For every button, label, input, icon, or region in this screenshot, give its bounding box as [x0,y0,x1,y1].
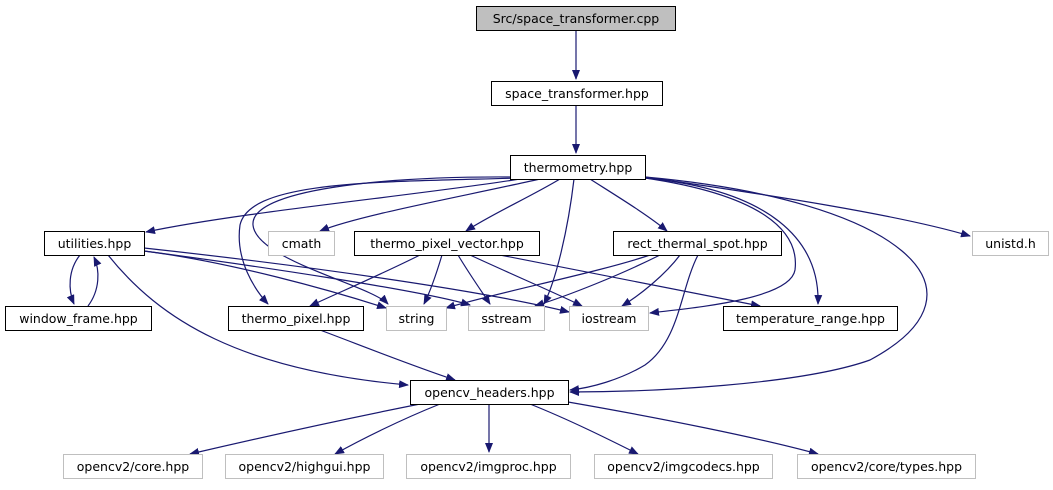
node-box [797,454,976,479]
node-box [63,454,203,479]
edge-utilities-to-iostream [143,247,570,314]
edge-thermometry-to-rts [589,178,668,232]
node-highgui[interactable]: opencv2/highgui.hpp [225,454,384,479]
edge-opencv-to-highgui [334,403,441,455]
node-label: string [399,311,435,326]
edge-tp-to-opencv [319,329,456,381]
node-box [569,306,649,331]
edge-thermometry-to-cmath [319,178,541,232]
node-label: rect_thermal_spot.hpp [627,236,767,251]
node-box [468,306,545,331]
node-box [44,231,145,256]
node-utilities[interactable]: utilities.hpp [44,231,145,256]
edge-thermometry-to-string [252,176,516,305]
edge-rts-to-string [445,254,651,310]
node-label: thermo_pixel.hpp [242,311,351,326]
node-label: space_transformer.hpp [505,86,649,101]
node-box [225,454,384,479]
node-box [410,380,569,405]
edge-thermometry-to-sstream [543,178,575,305]
node-box [5,306,152,331]
node-box [723,306,898,331]
node-window[interactable]: window_frame.hpp [5,306,152,331]
node-opencv[interactable]: opencv_headers.hpp [410,380,569,405]
edge-tpv-to-temp [499,254,761,309]
edge-utilities-to-sstream [143,250,471,307]
node-core[interactable]: opencv2/core.hpp [63,454,203,479]
node-types[interactable]: opencv2/core/types.hpp [797,454,976,479]
node-tpv[interactable]: thermo_pixel_vector.hpp [354,231,540,256]
edge-opencv-to-imgcodecs [529,403,639,455]
node-label: Src/space_transformer.cpp [493,11,660,26]
node-label: opencv2/core/types.hpp [811,459,962,474]
node-imgproc[interactable]: opencv2/imgproc.hpp [406,454,571,479]
edge-thermometry-to-utilities [145,178,521,235]
node-label: opencv2/core.hpp [77,459,190,474]
edge-thermometry-to-iostream [644,177,796,316]
edge-opencv-to-types [567,401,819,456]
edge-thermometry-to-tpv [465,178,561,232]
edge-opencv-to-core [189,403,421,456]
edges-layer [66,30,971,456]
node-thermometry[interactable]: thermometry.hpp [510,155,646,180]
edge-tpv-to-string [423,254,443,305]
node-iostream[interactable]: iostream [569,306,649,331]
node-label: temperature_range.hpp [736,311,885,326]
nodes-layer: Src/space_transformer.cpp space_transform… [5,6,1049,479]
edge-rts-to-iostream [621,254,681,307]
node-label: thermometry.hpp [524,160,633,175]
node-label: utilities.hpp [58,236,132,251]
node-label: cmath [282,236,322,251]
edge-tpv-to-tp [309,254,421,307]
node-space_cpp[interactable]: Src/space_transformer.cpp [476,6,676,31]
edge-rts-to-opencv [569,254,699,394]
node-sstream[interactable]: sstream [468,306,545,331]
node-string[interactable]: string [386,306,447,331]
node-label: opencv_headers.hpp [424,385,554,400]
edge-thermometry-to-tp [238,177,521,305]
edge-rts-to-sstream [534,254,661,308]
edge-thermometry-to-temp [644,177,823,305]
node-tp[interactable]: thermo_pixel.hpp [228,306,364,331]
edge-thermometry-to-opencv [569,176,928,396]
node-label: opencv2/highgui.hpp [239,459,371,474]
node-box [386,306,447,331]
edge-window-to-utilities [87,256,102,307]
node-space_hpp[interactable]: space_transformer.hpp [491,81,663,106]
node-label: opencv2/imgcodecs.hpp [607,459,760,474]
node-label: iostream [582,311,637,326]
node-box [972,231,1049,256]
node-cmath[interactable]: cmath [268,231,335,256]
node-unistd[interactable]: unistd.h [972,231,1049,256]
edge-utilities-to-string [143,250,387,310]
edge-utilities-to-window [66,254,81,305]
edge-utilities-to-opencv [107,254,409,389]
node-label: unistd.h [985,236,1036,251]
node-label: window_frame.hpp [19,311,138,326]
node-label: sstream [481,311,531,326]
node-label: opencv2/imgproc.hpp [420,459,556,474]
node-box [510,155,646,180]
node-box [476,6,676,31]
node-imgcodecs[interactable]: opencv2/imgcodecs.hpp [594,454,773,479]
node-rts[interactable]: rect_thermal_spot.hpp [613,231,782,256]
node-box [406,454,571,479]
node-box [354,231,540,256]
edge-tpv-to-sstream [457,254,491,305]
node-temp[interactable]: temperature_range.hpp [723,306,898,331]
node-box [613,231,782,256]
edge-thermometry-to-unistd [644,176,971,238]
node-box [268,231,335,256]
node-label: thermo_pixel_vector.hpp [370,236,524,251]
node-box [228,306,364,331]
node-box [491,81,663,106]
node-box [594,454,773,479]
